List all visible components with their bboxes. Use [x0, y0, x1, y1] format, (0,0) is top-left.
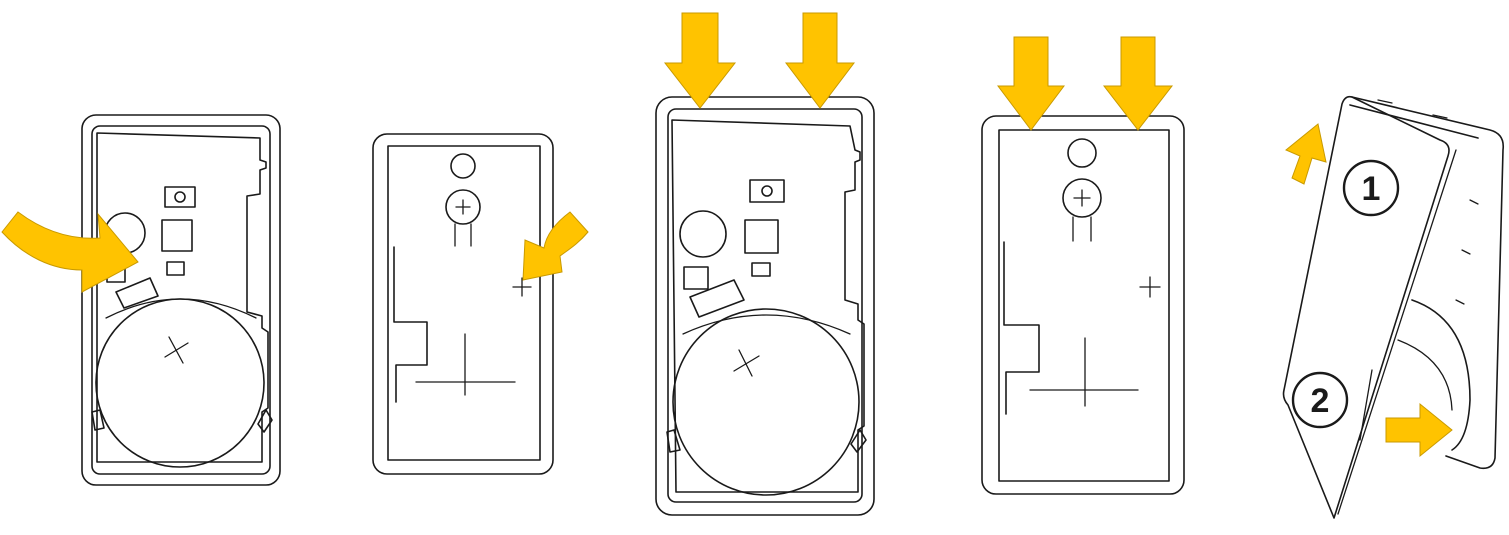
press-arrow-step-3-left: [663, 12, 737, 109]
front-cover: [1282, 95, 1450, 519]
coin-battery-step-3: [672, 308, 860, 496]
press-arrow-step-4-left: [997, 36, 1065, 131]
insert-arrow-step-1: [1, 211, 139, 293]
panel-step-3: [655, 12, 875, 516]
press-arrow-step-4-right: [1102, 36, 1174, 131]
lift-arrow-step-5: [1285, 123, 1327, 185]
step-1-marker: [1342, 159, 1400, 217]
step-2-label: 2: [1311, 382, 1330, 420]
panel-step-4: [981, 36, 1185, 495]
push-arrow-step-5: [1385, 402, 1453, 458]
panel-step-2: [372, 133, 589, 475]
panel-step-1: [1, 114, 281, 486]
press-arrow-step-3-right: [784, 12, 856, 109]
step-1-label: 1: [1362, 170, 1381, 208]
coin-battery: [95, 298, 265, 468]
insert-arrow-step-2: [522, 211, 589, 281]
step-2-marker: [1291, 371, 1349, 429]
panel-step-5: 1 2: [1282, 95, 1505, 519]
